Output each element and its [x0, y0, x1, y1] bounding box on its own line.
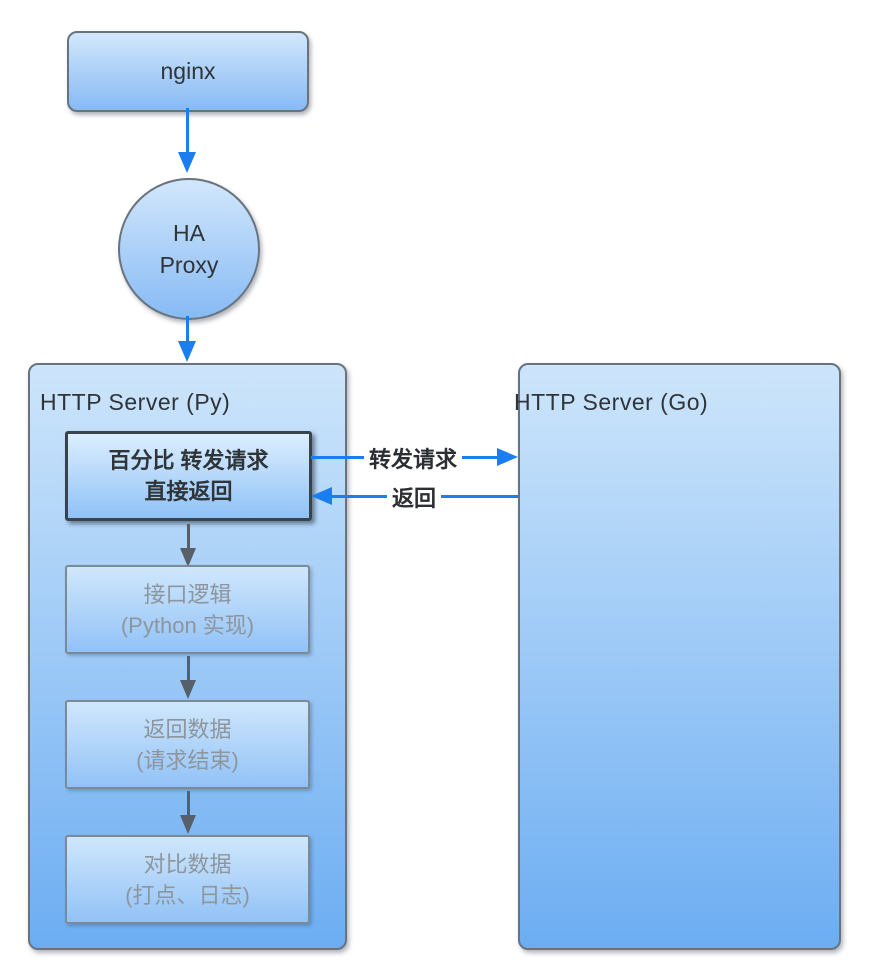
return-data-line2: (请求结束) [136, 747, 239, 773]
arrow-return-compare-line [187, 791, 190, 816]
arrow-percent-logic-line [187, 524, 190, 549]
forward-request-label: 转发请求 [363, 442, 463, 474]
arrow-return-compare-head [180, 815, 196, 834]
logic-line1: 接口逻辑 [143, 581, 232, 607]
return-data-line1: 返回数据 [143, 716, 232, 742]
percent-forward-box: 百分比 转发请求 直接返回 [65, 431, 312, 521]
compare-data-box: 对比数据 (打点、日志) [65, 835, 310, 924]
go-server-container: HTTP Server (Go) [514, 363, 841, 950]
compare-data-line2: (打点、日志) [125, 882, 250, 908]
haproxy-label-line2: Proxy [159, 252, 219, 278]
arrow-percent-logic-head [180, 548, 196, 567]
haproxy-node: HA Proxy [118, 178, 260, 320]
py-server-container: HTTP Server (Py) 百分比 转发请求 直接返回 接口逻辑 (Pyt… [28, 363, 347, 950]
logic-box: 接口逻辑 (Python 实现) [65, 565, 310, 654]
py-server-title: HTTP Server (Py) [40, 389, 231, 415]
return-label: 返回 [386, 481, 442, 513]
arrow-nginx-haproxy-line [186, 108, 189, 152]
arrow-logic-return-head [180, 680, 196, 699]
arrow-haproxy-py-line [186, 316, 189, 341]
haproxy-label-line1: HA [173, 220, 205, 246]
arrow-return-head [311, 487, 332, 505]
arrow-haproxy-py-head [178, 341, 196, 362]
nginx-label: nginx [160, 58, 216, 84]
logic-line2: (Python 实现) [120, 612, 255, 638]
compare-data-line1: 对比数据 [143, 851, 232, 877]
go-server-title: HTTP Server (Go) [514, 389, 709, 415]
nginx-node: nginx [67, 31, 309, 112]
percent-forward-line2: 直接返回 [144, 479, 233, 504]
arrow-nginx-haproxy-head [178, 152, 196, 173]
arrow-logic-return-line [187, 656, 190, 681]
arrow-forward-head [497, 448, 518, 466]
percent-forward-line1: 百分比 转发请求 [108, 448, 269, 473]
return-data-box: 返回数据 (请求结束) [65, 700, 310, 789]
